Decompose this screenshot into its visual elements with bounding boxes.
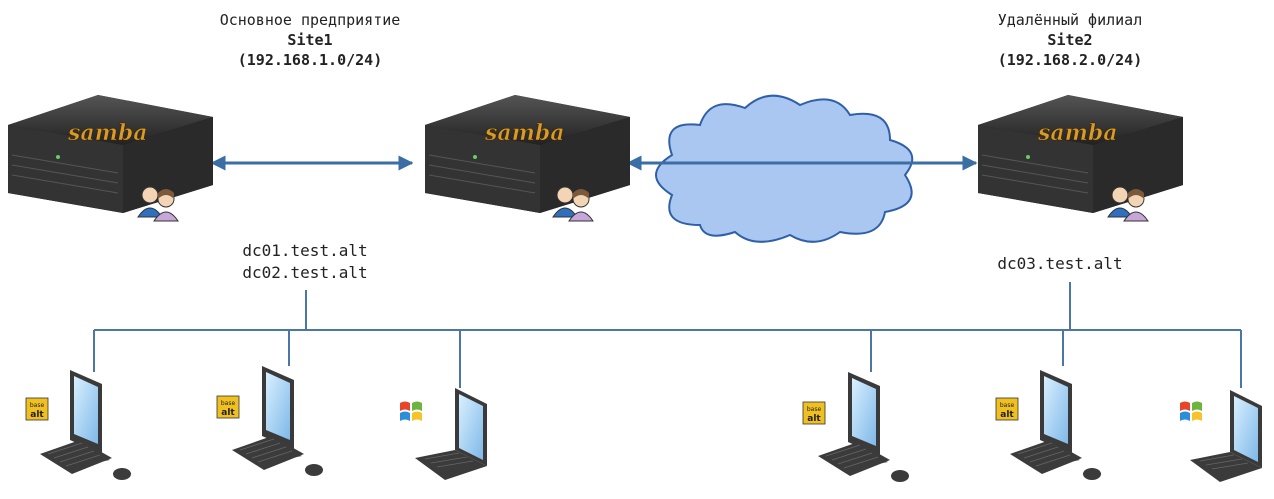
site2-subnet: (192.168.2.0/24): [997, 51, 1143, 69]
dc-hostname: dc03.test.alt: [997, 254, 1123, 273]
basealt-logo: [995, 397, 1019, 421]
basealt-logo: [802, 401, 826, 425]
desktop-computer-icon: [39, 369, 132, 481]
laptop-icon: [414, 387, 488, 481]
dc-hostname: dc02.test.alt: [242, 263, 368, 282]
site2-label: Удалённый филиал Site2 (192.168.2.0/24): [940, 10, 1200, 70]
windows-logo: [400, 401, 422, 421]
basealt-logo: [216, 395, 240, 419]
desktop-computer-icon: [1009, 369, 1102, 481]
server-dc-site1-a: [7, 94, 214, 214]
server-dc-site2: [977, 94, 1184, 214]
site1-subnet: (192.168.1.0/24): [237, 51, 383, 69]
site1-label: Основное предприятие Site1 (192.168.1.0/…: [180, 10, 440, 70]
site1-dc-list: dc01.test.alt dc02.test.alt: [200, 240, 410, 284]
site2-dc-list: dc03.test.alt: [960, 254, 1160, 274]
desktop-computer-icon: [817, 371, 910, 483]
basealt-logo: [25, 397, 49, 421]
server-dc-site1-b: [424, 94, 631, 214]
desktop-computer-icon: [231, 365, 324, 477]
dc-hostname: dc01.test.alt: [242, 241, 368, 260]
site2-name: Site2: [1047, 31, 1093, 49]
internet-cloud-icon: [655, 94, 914, 243]
site1-caption: Основное предприятие: [219, 11, 401, 29]
windows-logo: [1180, 401, 1202, 421]
lan-site1: [93, 290, 660, 388]
lan-site2: [660, 282, 1242, 388]
site1-name: Site1: [287, 31, 333, 49]
site2-caption: Удалённый филиал: [997, 11, 1143, 29]
